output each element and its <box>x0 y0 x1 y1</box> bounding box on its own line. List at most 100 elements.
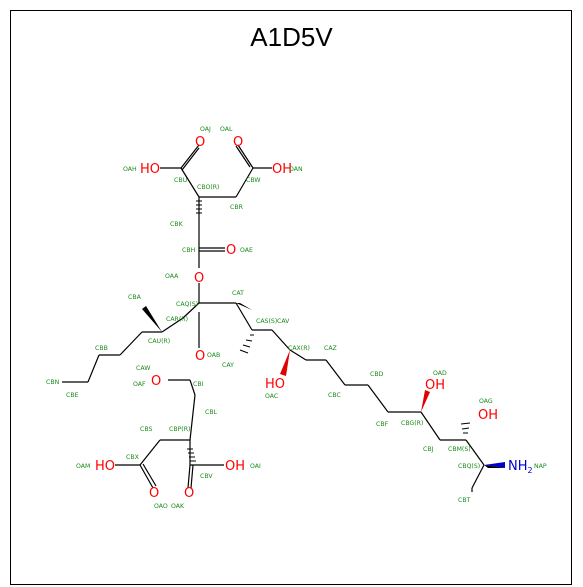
hash-line <box>242 344 251 348</box>
atom-label: CBK <box>170 221 184 228</box>
atom-label: OAL <box>220 126 233 133</box>
atom-label: CBS <box>140 426 152 433</box>
atom-label: CBM(S) <box>448 446 471 453</box>
atom-label: OAJ <box>200 126 211 133</box>
bond <box>235 167 254 198</box>
wedge-bond <box>142 306 162 332</box>
atom-oh: OH <box>478 408 498 423</box>
atom-label: CAQ(S) <box>176 301 198 308</box>
atom-label: CAS(S) <box>256 318 277 325</box>
atom-label: OAM <box>76 463 90 470</box>
atom-label: CBN <box>46 379 60 386</box>
atom-label: CAR(R) <box>166 316 188 323</box>
atom-label: OAA <box>165 273 179 280</box>
atom-label: OAH <box>123 166 137 173</box>
atom-label: CBU <box>174 177 187 184</box>
bond <box>367 384 389 413</box>
atom-label: CBQ(S) <box>458 463 480 470</box>
atom-nh2: NH2 <box>508 459 533 475</box>
stereo-wedges <box>142 303 505 468</box>
atom-label: CBP(R) <box>169 426 190 433</box>
atom-label: OAO <box>154 503 168 510</box>
bond <box>119 331 143 356</box>
atom-label: CAT <box>232 290 244 297</box>
bond <box>289 349 307 361</box>
bond <box>420 411 441 441</box>
atom-label: CBI <box>193 381 204 388</box>
atom-o: O <box>226 243 236 258</box>
atom-label: CBO(R) <box>197 184 219 191</box>
bond <box>237 144 254 169</box>
atom-o: O <box>194 271 204 286</box>
bond <box>465 439 485 466</box>
wedge-bond <box>484 465 505 468</box>
atom-label: CBB <box>95 345 108 352</box>
atom-label: CAX(R) <box>288 345 310 352</box>
wedge-bond <box>236 303 252 310</box>
hash-line <box>461 427 470 430</box>
atom-label: OAF <box>133 381 146 388</box>
atom-label: CBX <box>126 454 140 461</box>
atom-label: CBE <box>66 392 79 399</box>
bond <box>161 317 184 333</box>
atom-label: CBL <box>205 409 218 416</box>
hash-line <box>245 339 253 342</box>
atom-o: O <box>151 374 161 389</box>
atom-label: CAW <box>136 365 150 372</box>
atom-ho: HO <box>95 459 115 474</box>
heteroatoms: HO O O OH O O O O HO OH OH HO OH O O NH2 <box>95 135 533 501</box>
atom-o: O <box>195 349 205 364</box>
atom-oh: OH <box>425 378 445 393</box>
bond <box>187 464 191 489</box>
bond <box>189 379 196 396</box>
bond <box>87 354 100 383</box>
atom-label: OAE <box>240 247 253 254</box>
bond <box>180 144 200 169</box>
atom-label: OAG <box>479 398 493 405</box>
atom-label: OAB <box>207 352 220 359</box>
bond <box>271 329 291 351</box>
wedge-bond-nh2 <box>484 462 505 468</box>
atom-o: O <box>195 135 205 150</box>
atom-labels: OAJ OAL OAH OAN CBU CBO(R) CBW CBR CBK C… <box>46 126 547 510</box>
bond <box>325 359 346 386</box>
atom-label: CBD <box>370 371 384 378</box>
bond <box>471 464 485 489</box>
atom-ho: HO <box>265 377 285 392</box>
atom-label: NAP <box>534 463 547 470</box>
molecule-frame <box>10 10 572 585</box>
atom-label: CBV <box>200 473 213 480</box>
atom-label: OAC <box>265 393 278 400</box>
atom-o: O <box>184 486 194 501</box>
bond-lines <box>62 144 485 492</box>
bond <box>139 464 154 489</box>
atom-label: CBJ <box>423 446 434 453</box>
atom-label: CBG(R) <box>401 420 423 427</box>
wedge-bond-oh <box>280 350 290 376</box>
atom-label: CBT <box>458 497 471 504</box>
atom-o: O <box>149 486 159 501</box>
atom-label: CAY <box>222 362 234 369</box>
atom-label: CBA <box>128 294 142 301</box>
atom-label: CBF <box>376 421 389 428</box>
atom-label: CBH <box>182 247 196 254</box>
atom-oh: OH <box>225 459 245 474</box>
bond <box>190 464 194 489</box>
atom-oh: OH <box>272 162 292 177</box>
hash-line <box>239 349 249 354</box>
atom-ho: HO <box>140 162 160 177</box>
atom-label: CAZ <box>324 345 337 352</box>
bond <box>182 302 200 319</box>
bond <box>139 439 161 466</box>
atom-label: CAU(R) <box>148 338 170 345</box>
atom-label: CBC <box>328 392 341 399</box>
atom-label: CBW <box>246 177 260 184</box>
bond <box>142 463 157 487</box>
hashed-bonds <box>187 200 471 462</box>
atom-label: CBR <box>230 204 244 211</box>
bond <box>189 394 196 441</box>
hash-line <box>460 422 471 425</box>
atom-label: CAV <box>277 318 290 325</box>
bond <box>180 167 200 198</box>
